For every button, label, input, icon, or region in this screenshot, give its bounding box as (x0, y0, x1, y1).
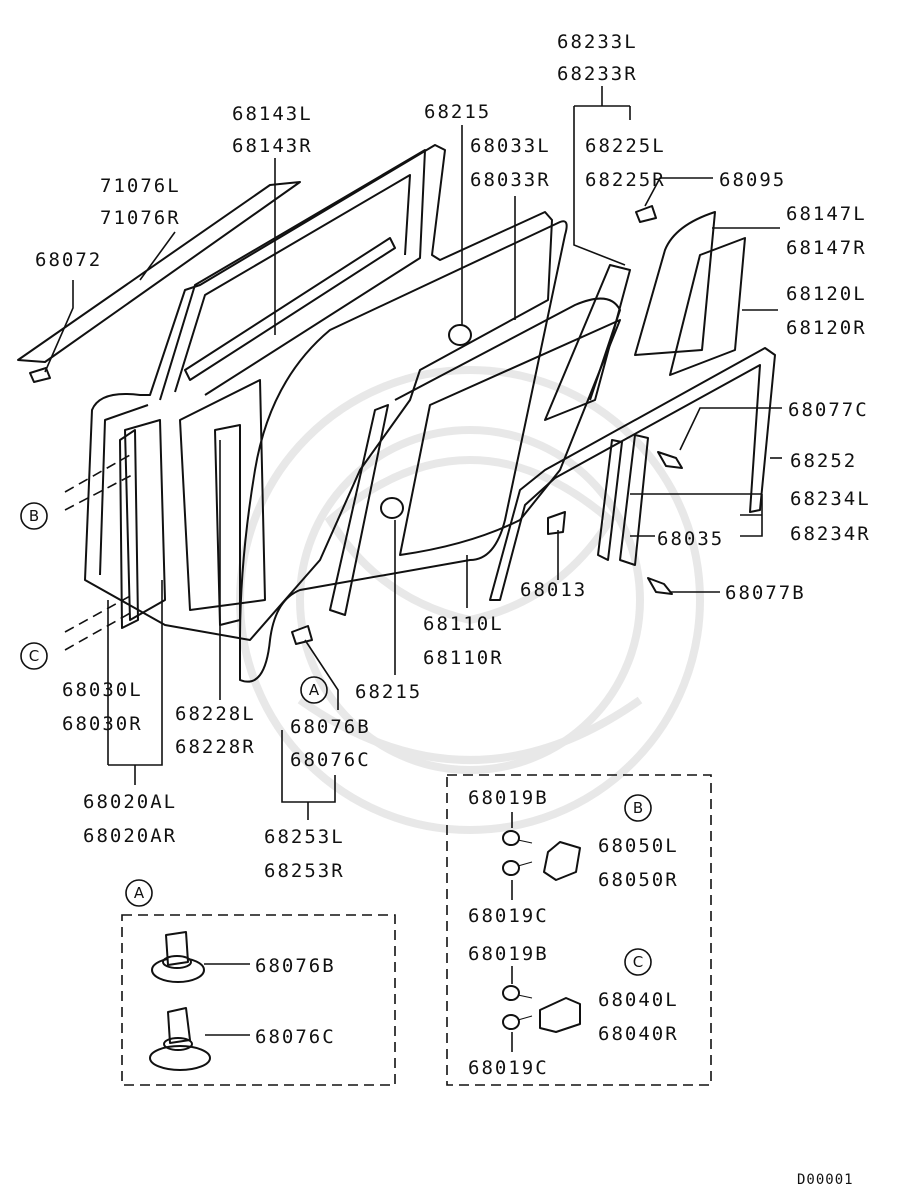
label-68019B-2: 68019B (468, 943, 549, 965)
label-68120R: 68120R (786, 317, 867, 339)
label-68013: 68013 (520, 579, 587, 601)
label-68143L: 68143L (232, 103, 313, 125)
svg-text:B: B (633, 799, 643, 817)
label-68234R: 68234R (790, 523, 871, 545)
label-68110L: 68110L (423, 613, 504, 635)
clip-icon-68076C (149, 1007, 211, 1071)
diagram-code: D00001 (797, 1172, 854, 1187)
screw-icon-68072 (29, 367, 51, 383)
label-68076B-main: 68076B (290, 716, 371, 738)
label-68143R: 68143R (232, 135, 313, 157)
label-68076C-detail: 68076C (255, 1026, 336, 1048)
label-68228L: 68228L (175, 703, 256, 725)
svg-text:B: B (29, 507, 39, 525)
label-68019B-1: 68019B (468, 787, 549, 809)
svg-text:A: A (309, 681, 320, 699)
bolt-icon-68077C (657, 451, 683, 469)
label-68233R: 68233R (557, 63, 638, 85)
bolt-icon-68019C-2 (502, 1014, 533, 1030)
svg-text:C: C (29, 647, 39, 665)
label-68233L: 68233L (557, 31, 638, 53)
label-68253R: 68253R (264, 860, 345, 882)
label-68225R: 68225R (585, 169, 666, 191)
label-68077C: 68077C (788, 399, 869, 421)
label-68030L: 68030L (62, 679, 143, 701)
label-71076L: 71076L (100, 175, 181, 197)
label-68076C-main: 68076C (290, 749, 371, 771)
label-68095: 68095 (719, 169, 786, 191)
watermark (236, 366, 704, 834)
label-68072: 68072 (35, 249, 102, 271)
label-68215-bottom: 68215 (355, 681, 422, 703)
svg-text:C: C (633, 953, 643, 971)
bolt-icon-68095 (635, 205, 657, 223)
label-68120L: 68120L (786, 283, 867, 305)
svg-text:A: A (134, 884, 145, 902)
bolt-icon-68019C-1 (502, 860, 533, 876)
label-68050L: 68050L (598, 835, 679, 857)
label-68234L: 68234L (790, 488, 871, 510)
label-68225L: 68225L (585, 135, 666, 157)
detail-box-BC: B 68019B 68050L 68050R 68019C C 68019B 6… (446, 774, 712, 1086)
clip-icon-68076B (151, 931, 205, 983)
bolt-icon-68019B-2 (502, 985, 533, 1001)
label-68076B-detail: 68076B (255, 955, 336, 977)
label-68040R: 68040R (598, 1023, 679, 1045)
label-68253L: 68253L (264, 826, 345, 848)
label-68020AR: 68020AR (83, 825, 177, 847)
callout-B-main: B (20, 502, 48, 530)
label-68030R: 68030R (62, 713, 143, 735)
bolt-icon-68077B (647, 577, 673, 595)
label-68147R: 68147R (786, 237, 867, 259)
label-71076R: 71076R (100, 207, 181, 229)
hinge-icon-68040 (539, 997, 581, 1033)
label-68035: 68035 (657, 528, 724, 550)
label-68033R: 68033R (470, 169, 551, 191)
label-68228R: 68228R (175, 736, 256, 758)
bolt-icon-68019B-1 (502, 830, 533, 846)
label-68040L: 68040L (598, 989, 679, 1011)
detail-box-A: A 68076B 68076C (121, 879, 396, 1086)
door-assembly (17, 144, 776, 683)
part-labels: 68233L 68233R 68143L 68143R 68215 68033L… (35, 31, 871, 882)
label-68033L: 68033L (470, 135, 551, 157)
label-68019C-1: 68019C (468, 905, 549, 927)
leader-lines (44, 86, 782, 820)
label-68019C-2: 68019C (468, 1057, 549, 1079)
callout-A-main: A (300, 676, 328, 704)
label-68050R: 68050R (598, 869, 679, 891)
label-68020AL: 68020AL (83, 791, 177, 813)
label-68147L: 68147L (786, 203, 867, 225)
label-68077B: 68077B (725, 582, 806, 604)
label-68252: 68252 (790, 450, 857, 472)
label-68110R: 68110R (423, 647, 504, 669)
hinge-icon-68050 (543, 841, 581, 881)
callout-C-main: C (20, 642, 48, 670)
label-68215-top: 68215 (424, 101, 491, 123)
